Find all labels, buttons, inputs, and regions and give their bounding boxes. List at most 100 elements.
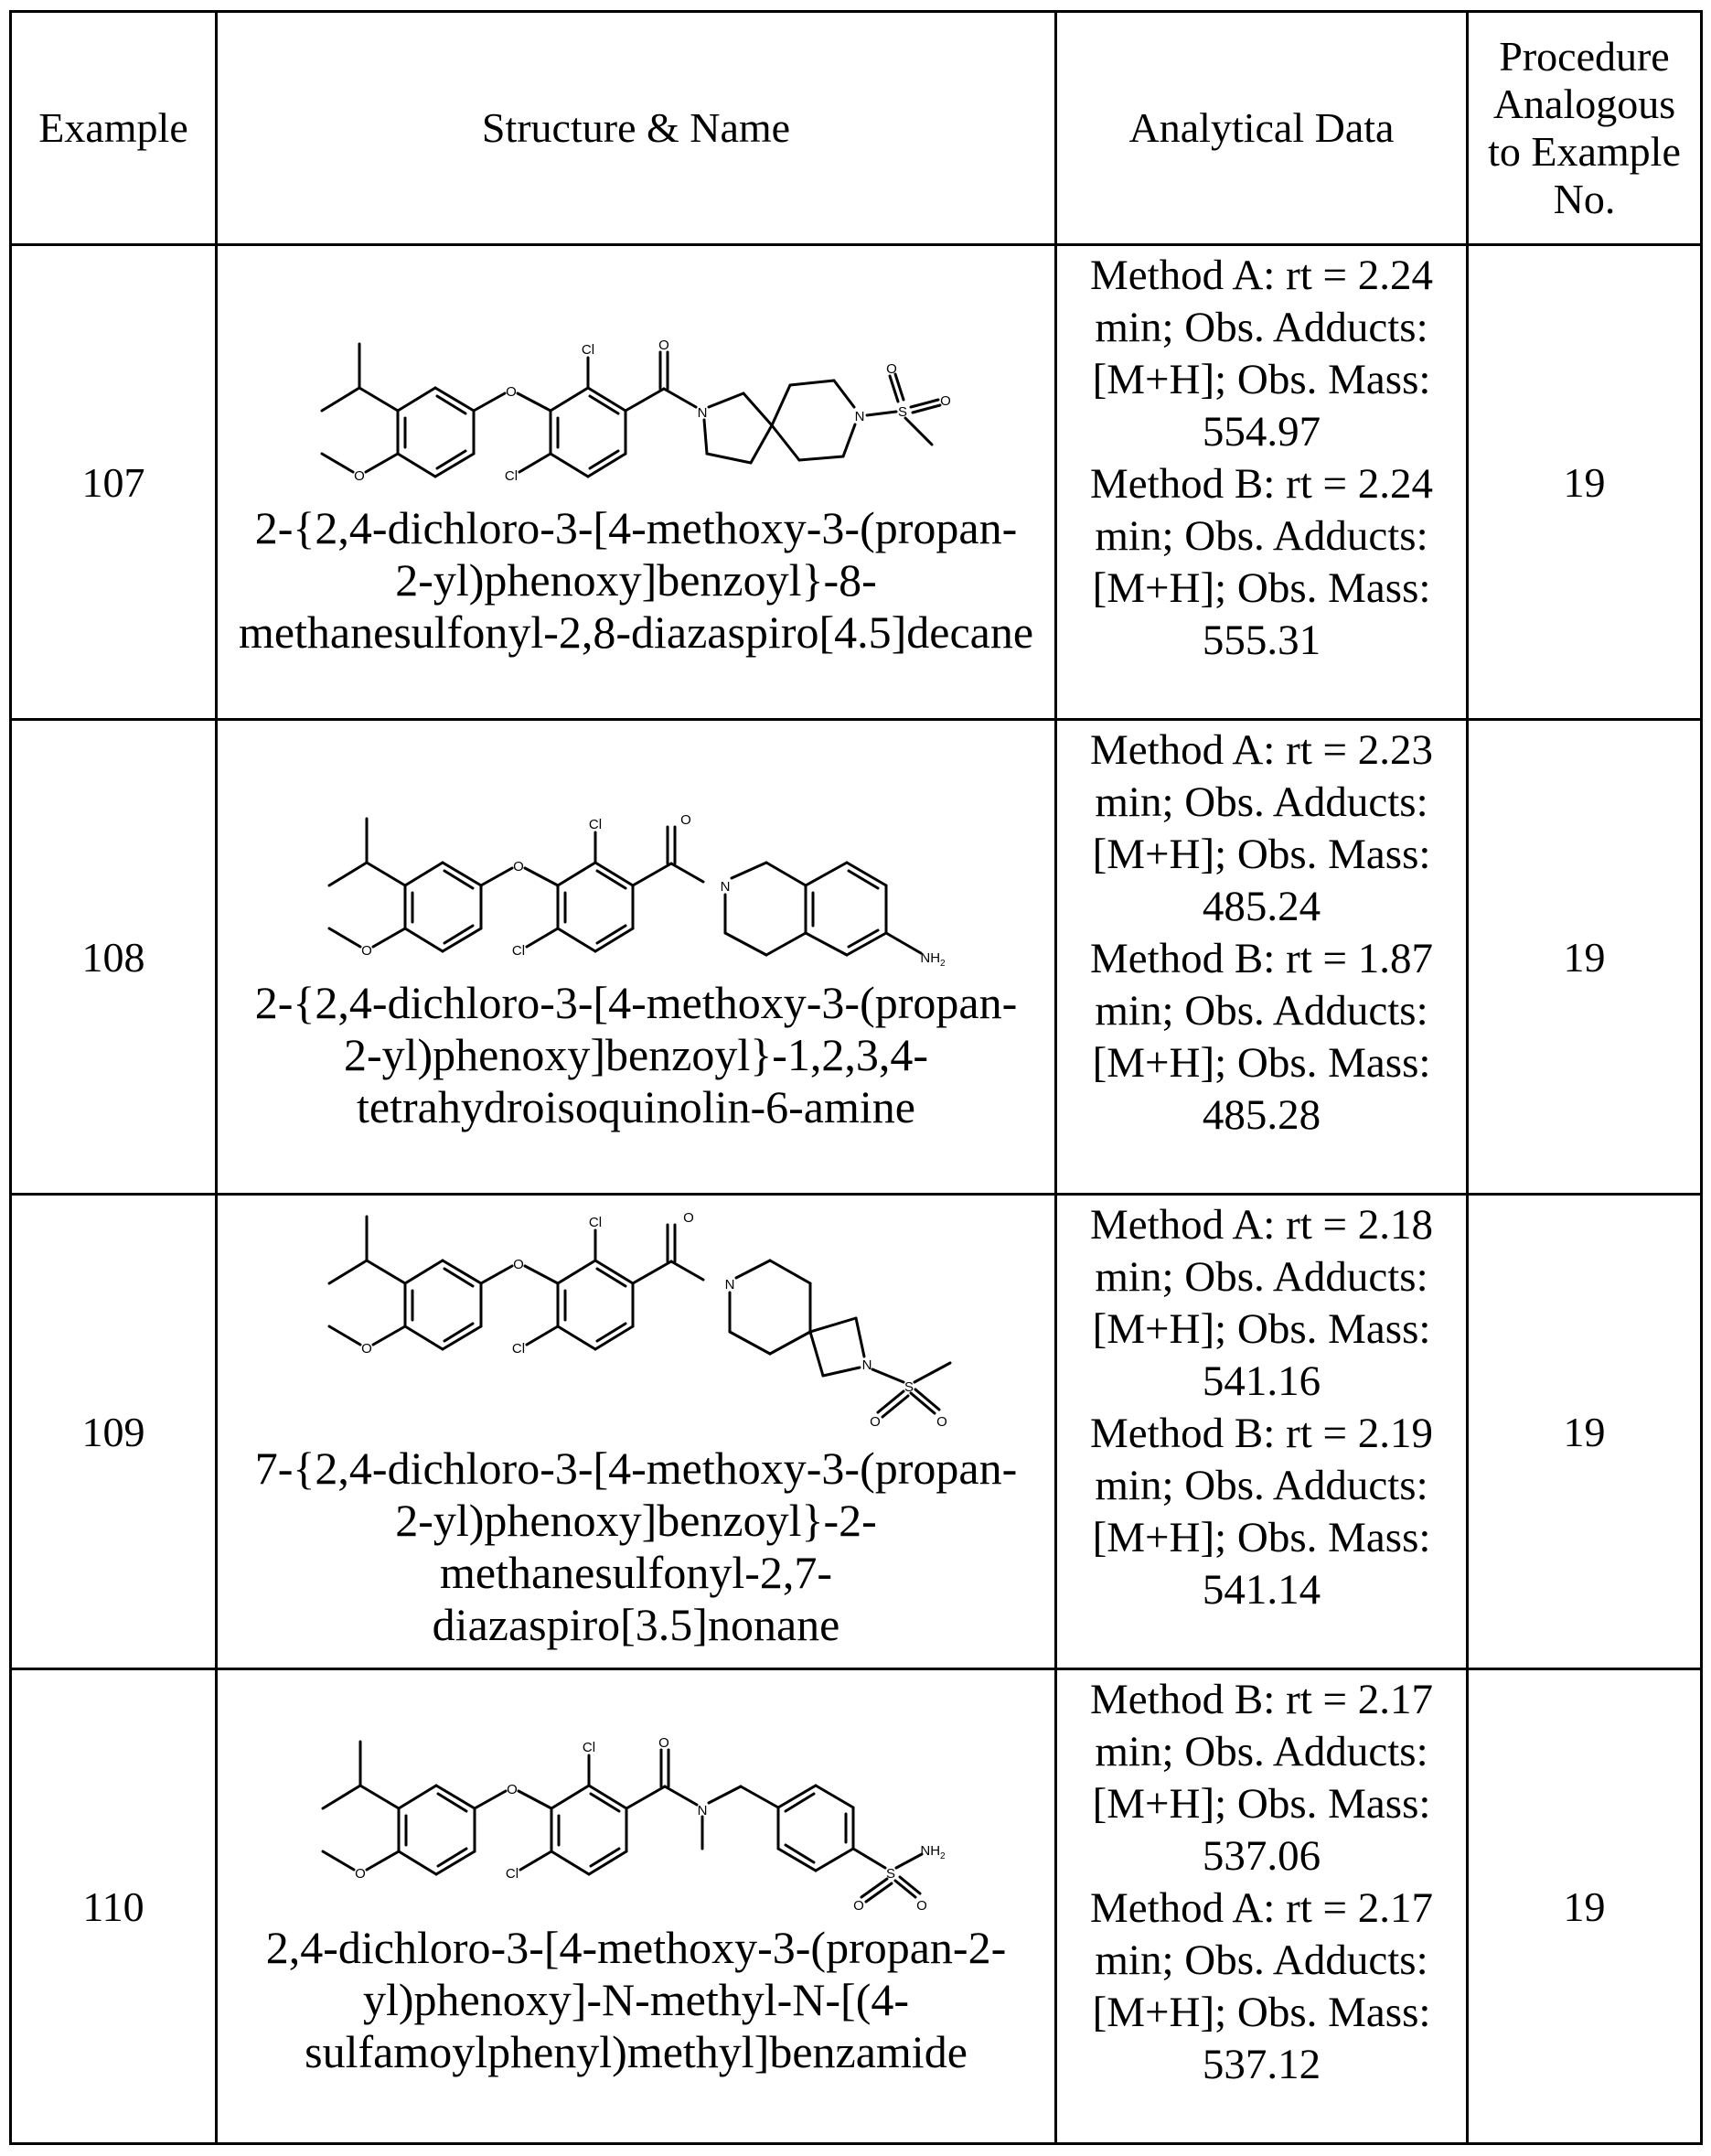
atom-label-o: O xyxy=(853,1898,864,1914)
atom-label-n: N xyxy=(698,405,708,421)
analytical-data: Method A: rt = 2.18 min; Obs. Adducts: [… xyxy=(1054,1193,1469,1670)
header-row: Example Structure & Name Analytical Data… xyxy=(9,10,1703,246)
atom-label-o: O xyxy=(355,1866,366,1882)
compound-name-line: 2,4-dichloro-3-[4-methoxy-3-(propan-2- xyxy=(265,1922,1007,1973)
compound-name-line: 7-{2,4-dichloro-3-[4-methoxy-3-(propan- xyxy=(254,1443,1018,1494)
analytical-line: min; Obs. Adducts: xyxy=(1095,304,1428,351)
compound-name-line: tetrahydroisoquinolin-6-amine xyxy=(357,1081,915,1132)
compound-name: 7-{2,4-dichloro-3-[4-methoxy-3-(propan- … xyxy=(218,1443,1054,1651)
analytical-line: [M+H]; Obs. Mass: xyxy=(1092,1989,1431,2036)
header-example: Example xyxy=(9,10,218,246)
analytical-line: Method B: rt = 1.87 xyxy=(1089,935,1434,982)
atom-label-o: O xyxy=(354,468,365,484)
compound-name-line: 2-yl)phenoxy]benzoyl}-1,2,3,4- xyxy=(343,1029,929,1080)
analytical-line: 485.28 xyxy=(1202,1091,1321,1139)
chemical-structure-image: Cl Cl O O O N NH2 xyxy=(327,812,946,969)
analytical-data: Method A: rt = 2.23 min; Obs. Adducts: [… xyxy=(1054,718,1469,1196)
atom-label-o: O xyxy=(916,1898,927,1914)
compound-name-line: 2-yl)phenoxy]benzoyl}-2- xyxy=(395,1495,877,1546)
analytical-line: 555.31 xyxy=(1202,617,1321,664)
compound-name-line: 2-{2,4-dichloro-3-[4-methoxy-3-(propan- xyxy=(254,502,1018,553)
atom-label-o: O xyxy=(680,812,691,828)
atom-label-o: O xyxy=(936,1414,947,1430)
atom-label-cl: Cl xyxy=(589,817,602,832)
analytical-line: min; Obs. Adducts: xyxy=(1095,1253,1428,1301)
atom-label-n: N xyxy=(721,879,731,895)
atom-label-o: O xyxy=(683,1210,694,1226)
compound-name-line: 2-{2,4-dichloro-3-[4-methoxy-3-(propan- xyxy=(254,977,1018,1028)
atom-label-o: O xyxy=(361,943,372,959)
example-number: 109 xyxy=(9,1193,218,1670)
analytical-line: [M+H]; Obs. Mass: xyxy=(1092,1305,1431,1353)
atom-label-o: O xyxy=(658,1735,669,1751)
atom-label-cl: Cl xyxy=(506,1866,519,1882)
analytical-line: min; Obs. Adducts: xyxy=(1095,1936,1428,1984)
chemical-structure-image: Cl Cl O O O N S O O NH2 xyxy=(321,1735,946,1914)
compound-name-line: sulfamoylphenyl)methyl]benzamide xyxy=(305,2026,968,2077)
header-procedure: Procedure Analogous to Example No. xyxy=(1466,10,1703,246)
header-structure-name: Structure & Name xyxy=(215,10,1057,246)
example-number: 107 xyxy=(9,243,218,721)
analytical-line: [M+H]; Obs. Mass: xyxy=(1092,564,1431,612)
atom-label-o: O xyxy=(658,338,669,353)
example-number: 108 xyxy=(9,718,218,1196)
atom-label-n: N xyxy=(862,1357,872,1373)
analytical-line: Method A: rt = 2.18 xyxy=(1089,1201,1434,1249)
atom-label-s: S xyxy=(886,1866,895,1882)
example-number: 110 xyxy=(9,1668,218,2145)
atom-label-cl: Cl xyxy=(582,342,594,358)
structure-and-name: Cl Cl O O O N N S O O 2-{2,4-dichloro-3-… xyxy=(215,243,1057,721)
analytical-line: min; Obs. Adducts: xyxy=(1095,987,1428,1035)
analytical-line: Method B: rt = 2.19 xyxy=(1089,1410,1434,1457)
header-procedure-line: No. xyxy=(1553,176,1616,222)
header-procedure-line: Procedure xyxy=(1499,33,1670,80)
table-row: 109 xyxy=(9,1193,1703,1670)
atom-label-cl: Cl xyxy=(583,1740,595,1755)
analytical-line: 537.12 xyxy=(1202,2041,1321,2088)
atom-label-nh2: NH2 xyxy=(920,1843,946,1861)
analytical-line: [M+H]; Obs. Mass: xyxy=(1092,1039,1431,1087)
header-analytical-data: Analytical Data xyxy=(1054,10,1469,246)
table-row: 110 xyxy=(9,1668,1703,2145)
atom-label-o: O xyxy=(361,1341,372,1357)
atom-label-nh2: NH2 xyxy=(920,950,946,969)
procedure-reference: 19 xyxy=(1466,243,1703,721)
structure-and-name: Cl Cl O O O N S O O NH2 2,4-dichloro-3-[… xyxy=(215,1668,1057,2145)
atom-label-n: N xyxy=(725,1277,735,1293)
analytical-line: 541.16 xyxy=(1202,1357,1321,1405)
atom-label-o: O xyxy=(886,361,897,377)
atom-label-cl: Cl xyxy=(505,468,518,484)
header-procedure-line: to Example xyxy=(1488,128,1681,175)
table-row: 107 xyxy=(9,243,1703,721)
atom-label-s: S xyxy=(904,1379,914,1395)
analytical-line: Method B: rt = 2.24 xyxy=(1089,460,1434,508)
compound-name: 2-{2,4-dichloro-3-[4-methoxy-3-(propan- … xyxy=(218,502,1054,659)
atom-label-o: O xyxy=(507,1782,518,1797)
atom-label-o: O xyxy=(513,859,524,874)
analytical-line: Method A: rt = 2.17 xyxy=(1089,1884,1434,1932)
procedure-reference: 19 xyxy=(1466,718,1703,1196)
atom-label-n: N xyxy=(855,409,865,424)
compound-name: 2-{2,4-dichloro-3-[4-methoxy-3-(propan- … xyxy=(218,977,1054,1133)
structure-and-name: Cl Cl O O O N N S O O 7-{2,4-dichloro-3-… xyxy=(215,1193,1057,1670)
compound-name-line: methanesulfonyl-2,8-diazaspiro[4.5]decan… xyxy=(238,606,1034,658)
atom-label-s: S xyxy=(898,404,907,420)
compound-name-line: diazaspiro[3.5]nonane xyxy=(432,1599,840,1650)
analytical-line: 554.97 xyxy=(1202,408,1321,456)
chemical-structure-image: Cl Cl O O O N N S O O xyxy=(327,1210,952,1430)
analytical-line: 485.24 xyxy=(1202,883,1321,930)
analytical-line: min; Obs. Adducts: xyxy=(1095,512,1428,560)
analytical-line: [M+H]; Obs. Mass: xyxy=(1092,831,1431,878)
compound-name: 2,4-dichloro-3-[4-methoxy-3-(propan-2- y… xyxy=(218,1922,1054,2078)
compound-name-line: yl)phenoxy]-N-methyl-N-[(4- xyxy=(362,1974,910,2025)
chemical-structure-image: Cl Cl O O O N N S O O xyxy=(320,338,951,484)
analytical-line: Method B: rt = 2.17 xyxy=(1089,1676,1434,1723)
analytical-data: Method A: rt = 2.24 min; Obs. Adducts: [… xyxy=(1054,243,1469,721)
analytical-line: [M+H]; Obs. Mass: xyxy=(1092,1780,1431,1828)
compound-name-line: 2-yl)phenoxy]benzoyl}-8- xyxy=(395,554,877,606)
structure-and-name: Cl Cl O O O N NH2 2-{2,4-dichloro-3-[4-m… xyxy=(215,718,1057,1196)
atom-label-o: O xyxy=(870,1414,881,1430)
examples-table: Example Structure & Name Analytical Data… xyxy=(9,10,1703,2145)
atom-label-n: N xyxy=(698,1803,708,1818)
header-procedure-line: Analogous xyxy=(1492,80,1676,127)
